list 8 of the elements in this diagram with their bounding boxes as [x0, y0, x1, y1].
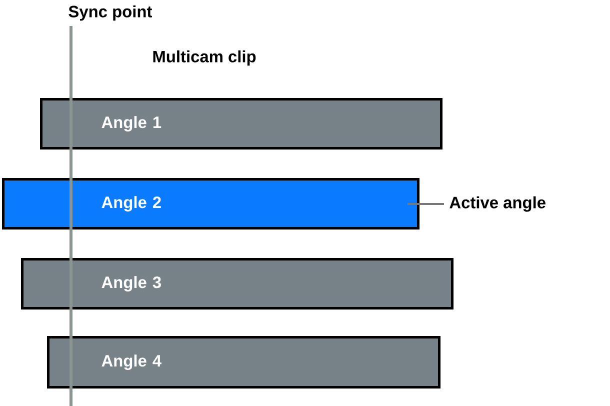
leader-line	[408, 203, 444, 205]
angle-bar: Angle 3	[21, 258, 454, 310]
heading-label: Multicam clip	[153, 50, 256, 66]
angle-bar: Angle 4	[47, 336, 440, 388]
callout-text: Active angle	[450, 196, 546, 212]
angle-bar: Angle 1	[40, 98, 442, 150]
heading-label: Sync point	[68, 5, 152, 21]
angle-bar: Angle 2	[2, 178, 420, 230]
